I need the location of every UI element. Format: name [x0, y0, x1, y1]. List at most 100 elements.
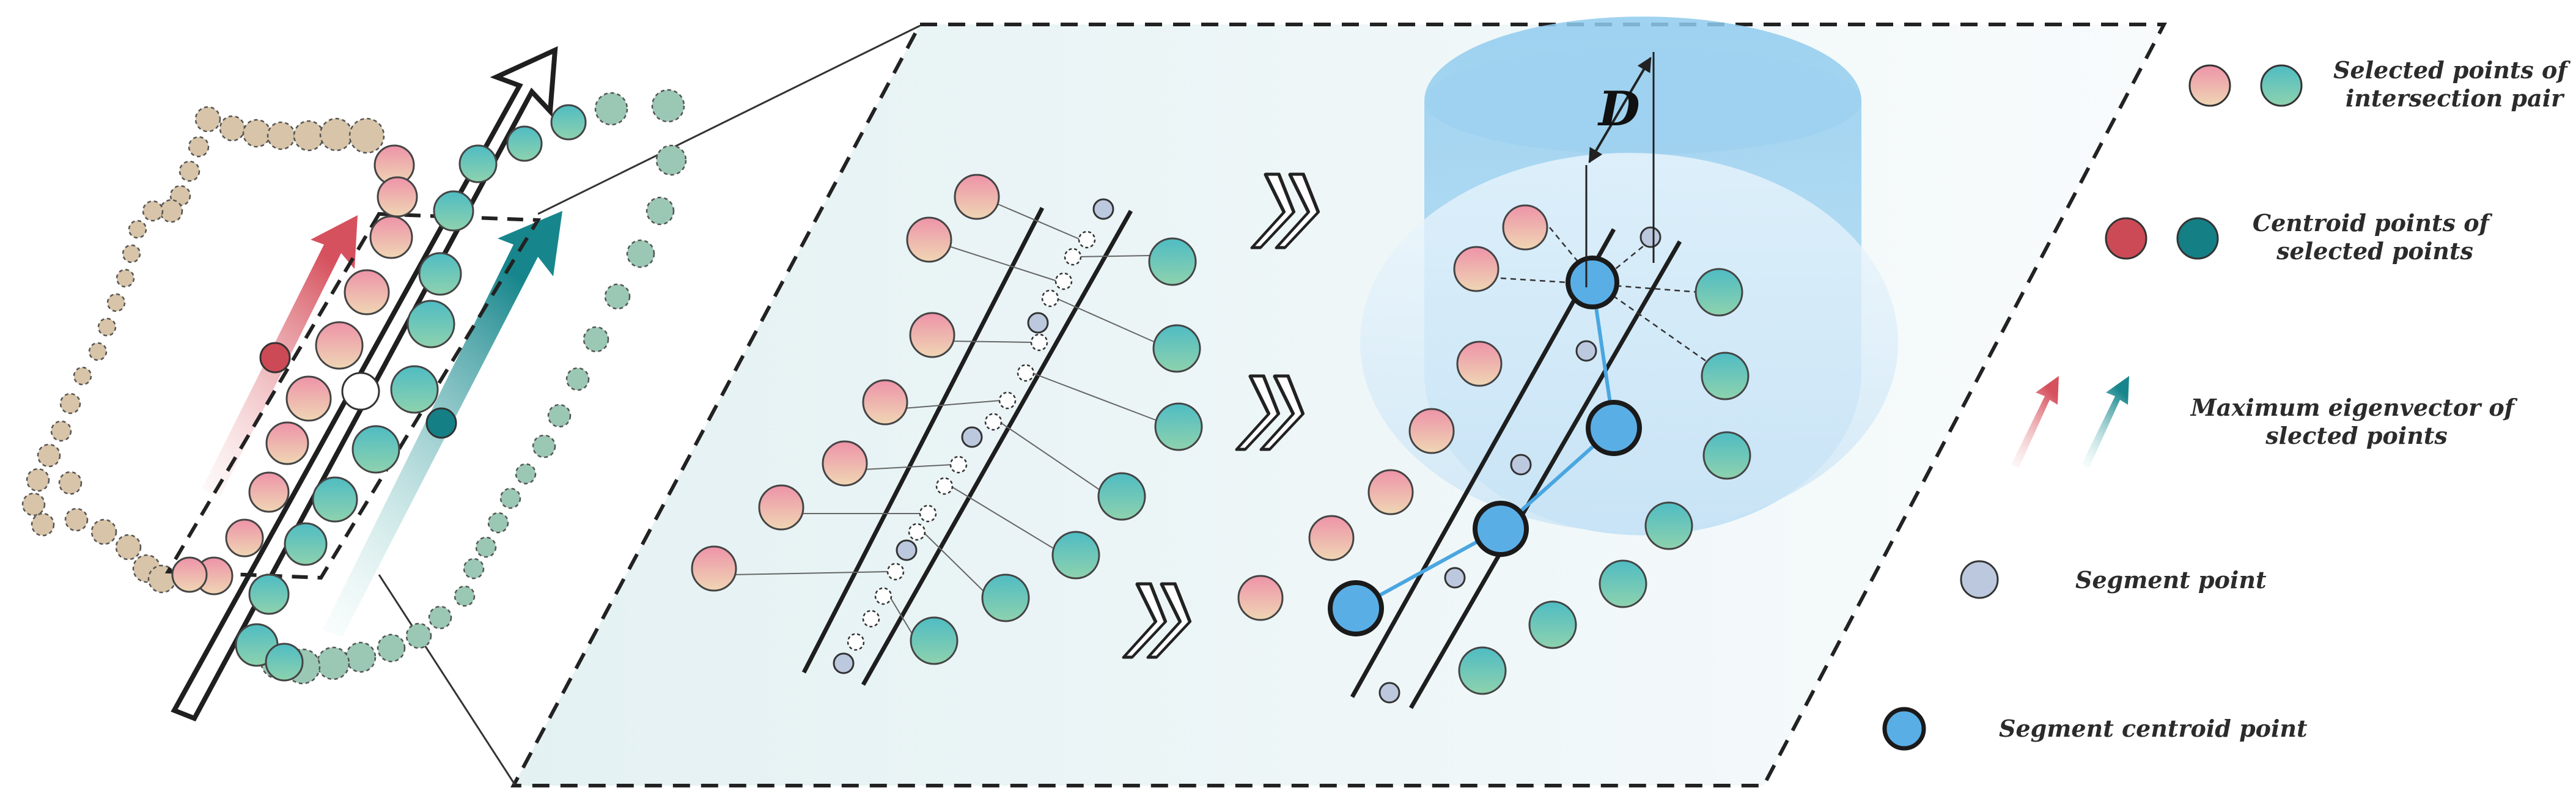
projected-placeholder [919, 504, 937, 523]
legend-pink-arrow-icon [2011, 376, 2059, 468]
outline-point [651, 89, 685, 123]
selected-point-teal [1097, 472, 1146, 521]
legend-eigen-line1: Maximum eigenvector of [2190, 394, 2518, 421]
selected-point-teal [265, 643, 304, 682]
projected-placeholder [984, 413, 1003, 431]
legend-red-centroid-icon [2105, 217, 2147, 260]
selected-point-pink [248, 471, 290, 513]
legend-pink-point-icon [2188, 64, 2231, 107]
outline-point [655, 144, 687, 176]
outline-point [532, 434, 556, 459]
projection-line [999, 421, 1101, 491]
chevron-icon [1122, 582, 1192, 659]
selected-point-pink [691, 545, 737, 592]
outline-point [487, 512, 509, 534]
segment-point [1444, 567, 1466, 589]
legend-teal-point-icon [2260, 64, 2303, 107]
outline-point [454, 585, 476, 607]
selected-point-pink [265, 421, 309, 465]
segment-point [1092, 198, 1114, 220]
selected-point-pink [1456, 341, 1503, 387]
selected-point-pink [1453, 246, 1500, 292]
cylinder-top [1425, 47, 1861, 155]
projection-line [1078, 255, 1152, 257]
selected-point-teal [407, 300, 455, 348]
outline-point [73, 366, 92, 386]
outline-point [316, 646, 350, 680]
selected-point-teal [458, 144, 498, 183]
projected-placeholder [1030, 333, 1048, 352]
selected-point-teal [1051, 531, 1100, 580]
outline-point [499, 487, 521, 509]
projection-line [1056, 298, 1156, 343]
segment-centroid-path [1355, 282, 1616, 610]
outline-point [345, 641, 377, 673]
selected-point-pink [1367, 469, 1414, 515]
radius-dimension: D [1585, 52, 1655, 287]
cylinder-inner [1360, 153, 1898, 532]
outline-point [115, 534, 142, 561]
outline-point [178, 160, 201, 182]
right-points [1237, 204, 1751, 709]
segment-centroid-point [1473, 501, 1529, 557]
outline-point [547, 404, 572, 428]
selected-point-pink [377, 176, 418, 218]
outline-point [604, 283, 631, 310]
selected-point-pink [1237, 575, 1284, 621]
white-center-point [341, 372, 380, 411]
outline-point [293, 120, 325, 152]
projected-placeholder [847, 633, 865, 651]
segment-point [833, 652, 855, 674]
selected-point-teal [1695, 268, 1743, 317]
outline-point [64, 507, 89, 532]
outline-point [583, 326, 609, 353]
legend-centroid-line1: Centroid points of [2253, 209, 2493, 237]
left-selected-points [171, 104, 587, 682]
outline-point [565, 367, 590, 391]
segment-point [896, 539, 918, 561]
corridor-line-right [861, 210, 1133, 686]
outline-point [428, 605, 452, 630]
selected-point-pink [1502, 204, 1548, 251]
selected-point-teal [390, 365, 439, 414]
outline-point [50, 420, 72, 442]
distance-label: D [1597, 81, 1640, 137]
projected-placeholder [874, 587, 892, 605]
aggregation-arrow [1595, 240, 1651, 285]
selected-point-pink [171, 556, 208, 593]
projected-placeholder [998, 391, 1017, 410]
outline-point [594, 92, 628, 126]
selected-point-teal [418, 252, 462, 296]
outline-point [515, 463, 537, 485]
legend-centroid-line2: selected points [2276, 237, 2473, 265]
selected-point-teal [1154, 402, 1203, 451]
outline-point [475, 536, 497, 558]
outline-point [59, 392, 81, 415]
cylinder-stage [1360, 17, 1898, 536]
projection-line [995, 202, 1081, 240]
projected-placeholder [1041, 289, 1059, 308]
projected-placeholder [1054, 272, 1073, 290]
outline-point [267, 121, 296, 150]
svg-text:Selected points of inter: Selected points of intersection pair [2333, 56, 2575, 112]
aggregation-arrow [1595, 280, 1700, 293]
segment-centroid-point [1328, 580, 1384, 636]
outline-point [26, 468, 50, 492]
projection-line [863, 464, 953, 470]
svg-text:Maximum eigenvector of s: Maximum eigenvector of slected points [2190, 394, 2523, 449]
legend-segment-point-icon [1960, 560, 1999, 599]
outline-point [626, 239, 655, 268]
selected-point-pink [369, 215, 413, 259]
selected-point-pink [862, 379, 908, 426]
red-centroid-point [259, 342, 291, 374]
outline-point [128, 219, 147, 239]
projection-line [950, 341, 1034, 343]
outline-point [646, 196, 675, 226]
projected-placeholder [935, 477, 954, 495]
selected-point-teal [506, 125, 543, 162]
outline-point [194, 106, 221, 133]
left-centroids [259, 342, 457, 439]
outline-point [159, 199, 183, 223]
selected-point-pink [1308, 515, 1355, 561]
